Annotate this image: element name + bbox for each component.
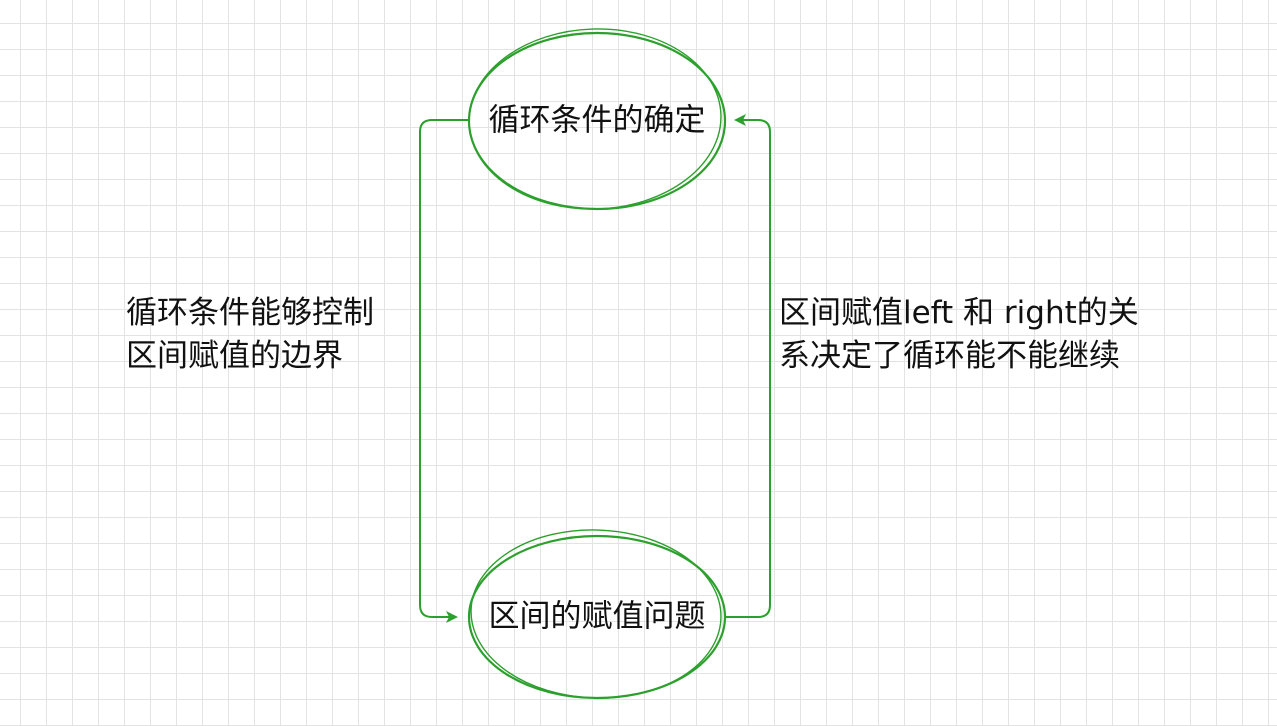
node-bottom-label: 区间的赋值问题 — [488, 598, 706, 635]
edge-left-label-line-1: 循环条件能够控制 — [126, 295, 374, 331]
edge-right-label-line-1: 区间赋值left 和 right的关 — [779, 295, 1139, 331]
edge-right-connector[interactable] — [724, 114, 771, 618]
edge-left-label-line-2: 区间赋值的边界 — [126, 338, 343, 374]
edge-left-connector[interactable] — [419, 119, 469, 623]
node-top-ellipse-sketch — [468, 28, 722, 210]
node-top-label: 循环条件的确定 — [488, 102, 706, 139]
edge-right-label: 区间赋值left 和 right的关 系决定了循环能不能继续 — [779, 292, 1139, 378]
node-bottom-ellipse-sketch — [470, 529, 722, 699]
edge-right-label-line-2: 系决定了循环能不能继续 — [779, 338, 1120, 374]
edge-left-label: 循环条件能够控制 区间赋值的边界 — [126, 292, 374, 378]
